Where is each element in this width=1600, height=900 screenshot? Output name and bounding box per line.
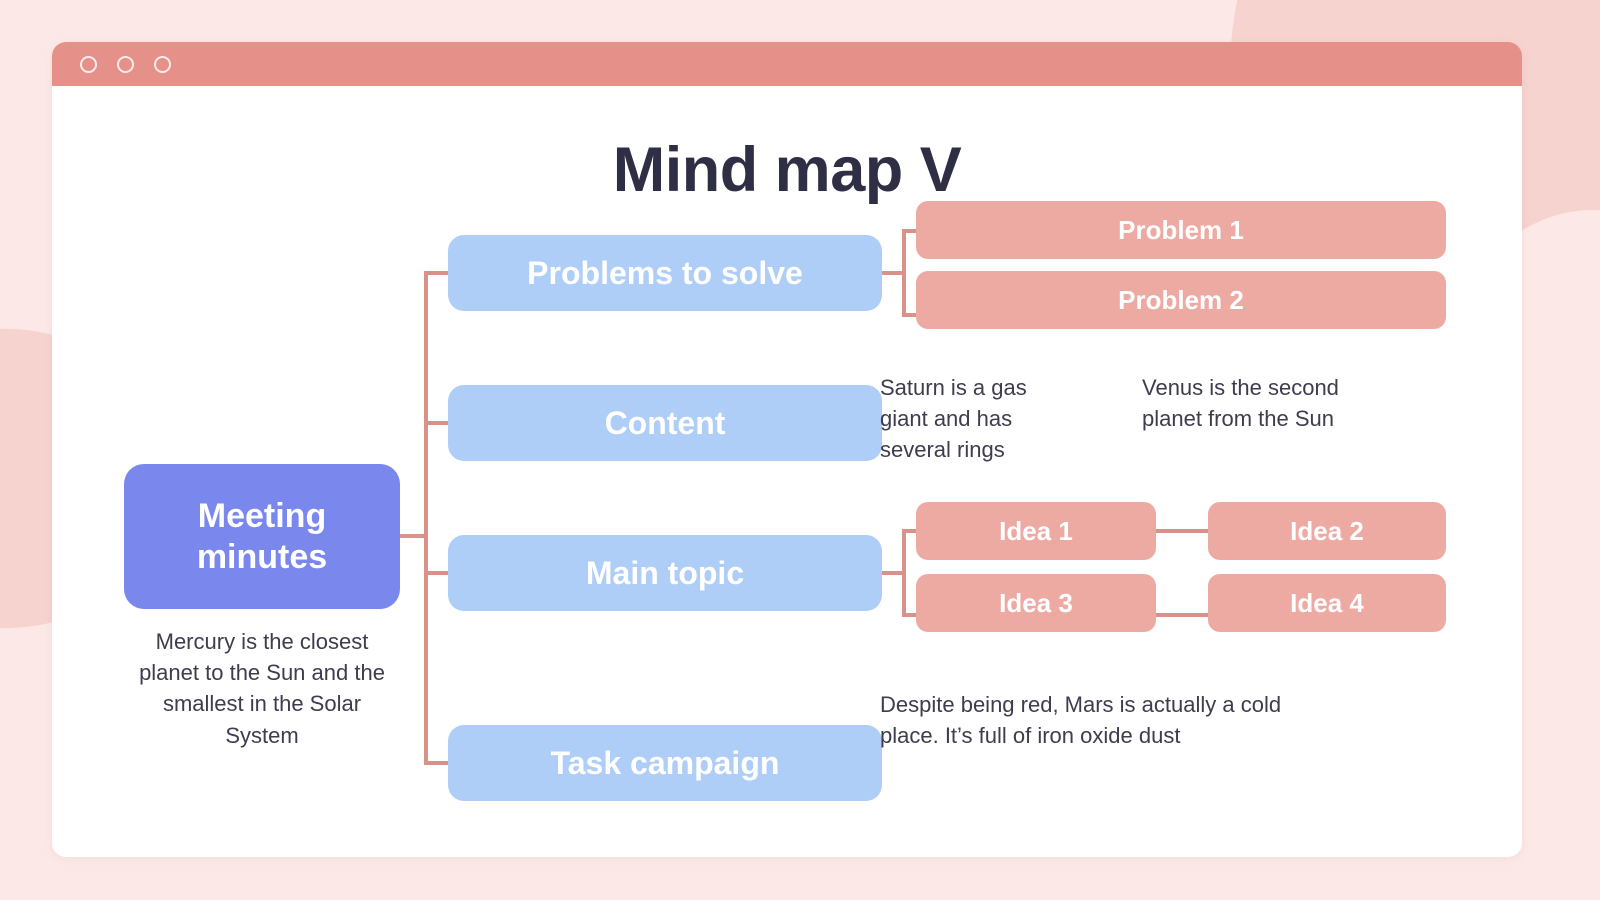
node-problems-to-solve[interactable]: Problems to solve [448,235,882,311]
node-meeting-minutes-label: Meeting minutes [197,496,327,576]
root-label-line-1: Meeting [197,497,327,536]
browser-window: Mind map V [52,42,1522,857]
node-problem-2-label: Problem 2 [1118,284,1244,315]
node-task-campaign[interactable]: Task campaign [448,725,882,801]
mindmap-canvas: Mind map V [52,86,1522,857]
node-content[interactable]: Content [448,385,882,461]
node-idea-1-label: Idea 1 [999,515,1073,546]
note-mars: Despite being red, Mars is actually a co… [880,692,1282,749]
node-idea-1[interactable]: Idea 1 [916,502,1156,560]
node-main-topic[interactable]: Main topic [448,535,882,611]
page-title: Mind map V [612,135,962,205]
note-saturn: Saturn is a gas giant and has several ri… [880,375,1027,463]
node-meeting-minutes[interactable]: Meeting minutes [124,464,400,609]
node-problem-1-label: Problem 1 [1118,214,1244,245]
node-idea-4[interactable]: Idea 4 [1208,574,1446,632]
window-minimize-icon[interactable] [117,55,134,73]
node-problems-to-solve-label: Problems to solve [527,254,803,291]
window-title-bar [52,42,1522,86]
root-caption: Mercury is the closest planet to the Sun… [139,629,385,748]
node-idea-2-label: Idea 2 [1290,515,1364,546]
node-idea-2[interactable]: Idea 2 [1208,502,1446,560]
node-idea-3[interactable]: Idea 3 [916,574,1156,632]
node-idea-3-label: Idea 3 [999,587,1073,618]
root-label-line-2: minutes [196,537,328,576]
node-problem-2[interactable]: Problem 2 [916,271,1446,329]
node-content-label: Content [604,404,726,441]
window-close-icon[interactable] [80,55,97,73]
window-maximize-icon[interactable] [154,55,171,73]
node-problem-1[interactable]: Problem 1 [916,201,1446,259]
node-task-campaign-label: Task campaign [550,744,780,781]
node-main-topic-label: Main topic [585,554,745,591]
node-idea-4-label: Idea 4 [1290,587,1364,618]
note-venus: Venus is the second planet from the Sun [1142,375,1339,432]
